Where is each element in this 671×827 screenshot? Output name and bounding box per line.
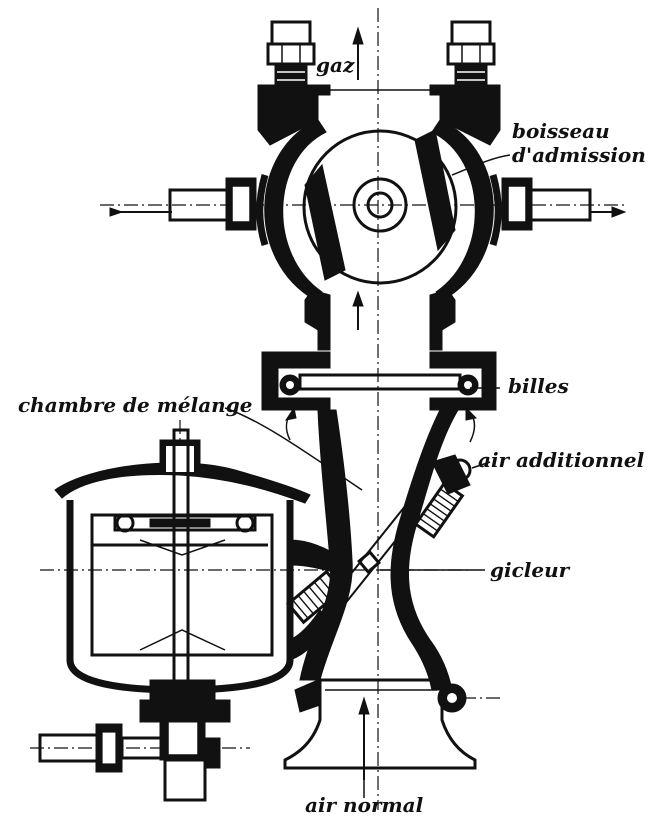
label-air-normal: air normal: [305, 793, 424, 817]
label-admission: d'admission: [512, 143, 646, 167]
label-air-additionnel: air additionnel: [478, 448, 645, 472]
flow-arrows: [284, 26, 478, 780]
ball-collar: [261, 351, 497, 411]
bowl-fittings: [38, 679, 231, 802]
label-billes: billes: [508, 374, 569, 398]
leader-lines: [224, 154, 511, 798]
air-intake: [283, 678, 477, 770]
neck: [304, 289, 456, 351]
label-gaz: gaz: [316, 53, 355, 77]
label-gicleur: gicleur: [490, 558, 571, 582]
label-boisseau: boisseau: [512, 119, 610, 143]
air-screw: [413, 458, 472, 539]
left-fitting: [109, 177, 257, 231]
top-flange: [257, 84, 501, 146]
right-fitting: [501, 177, 627, 231]
jet: [286, 550, 381, 625]
throttle-housing: [256, 119, 502, 301]
label-chambre-de-melange: chambre de mélange: [18, 393, 252, 417]
rotary-valve: [302, 129, 458, 285]
